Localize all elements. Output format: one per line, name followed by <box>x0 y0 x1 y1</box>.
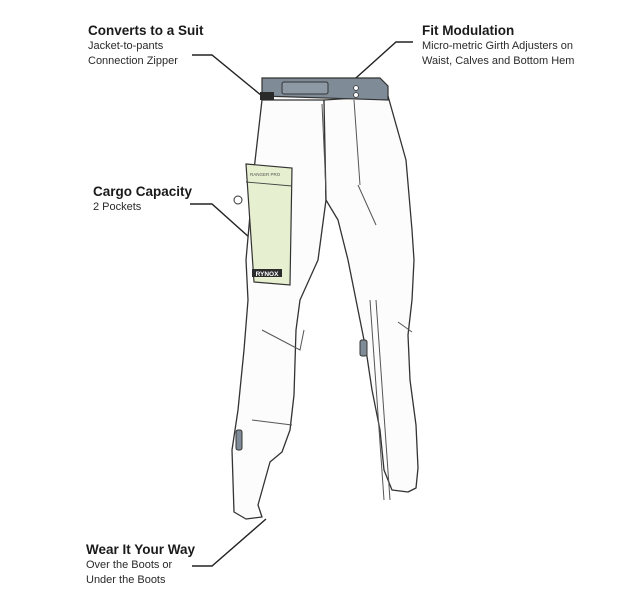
callout-line: Jacket-to-pants <box>88 40 164 52</box>
waist-strap <box>260 77 389 101</box>
zipper-connector <box>260 92 274 100</box>
callout-line: Over the Boots or <box>86 559 173 571</box>
callout-title: Cargo Capacity <box>93 184 193 199</box>
callout-title: Fit Modulation <box>422 23 515 38</box>
callout-converts-to-suit: Converts to a Suit Jacket-to-pants Conne… <box>88 22 204 69</box>
pants-seams <box>251 99 413 501</box>
pocket-brand-label: RYNOX <box>256 271 280 278</box>
callout-line: Waist, Calves and Bottom Hem <box>422 55 575 67</box>
leader-line-cargo <box>190 203 251 239</box>
adjuster-tabs <box>235 339 368 451</box>
callout-title: Converts to a Suit <box>88 23 204 38</box>
callout-fit-modulation: Fit Modulation Micro-metric Girth Adjust… <box>422 22 574 69</box>
leader-line-suit <box>192 54 263 97</box>
leader-line-wear <box>192 518 267 567</box>
callout-line: 2 Pockets <box>93 201 142 213</box>
callout-title: Wear It Your Way <box>86 542 196 557</box>
pocket-model-label: RANGER PRO <box>250 172 281 177</box>
callout-line: Under the Boots <box>86 574 166 586</box>
right-leg <box>323 95 419 493</box>
callout-wear-it-your-way: Wear It Your Way Over the Boots or Under… <box>86 541 195 588</box>
cargo-pocket: RYNOX RANGER PRO <box>233 163 293 286</box>
callout-line: Connection Zipper <box>88 55 178 67</box>
leader-line-fit <box>346 41 413 87</box>
callout-line: Micro-metric Girth Adjusters on <box>422 40 573 52</box>
callout-cargo-capacity: Cargo Capacity 2 Pockets <box>93 183 192 215</box>
leader-lines <box>190 41 413 567</box>
left-leg <box>231 99 327 520</box>
waist-buckle <box>281 81 329 95</box>
